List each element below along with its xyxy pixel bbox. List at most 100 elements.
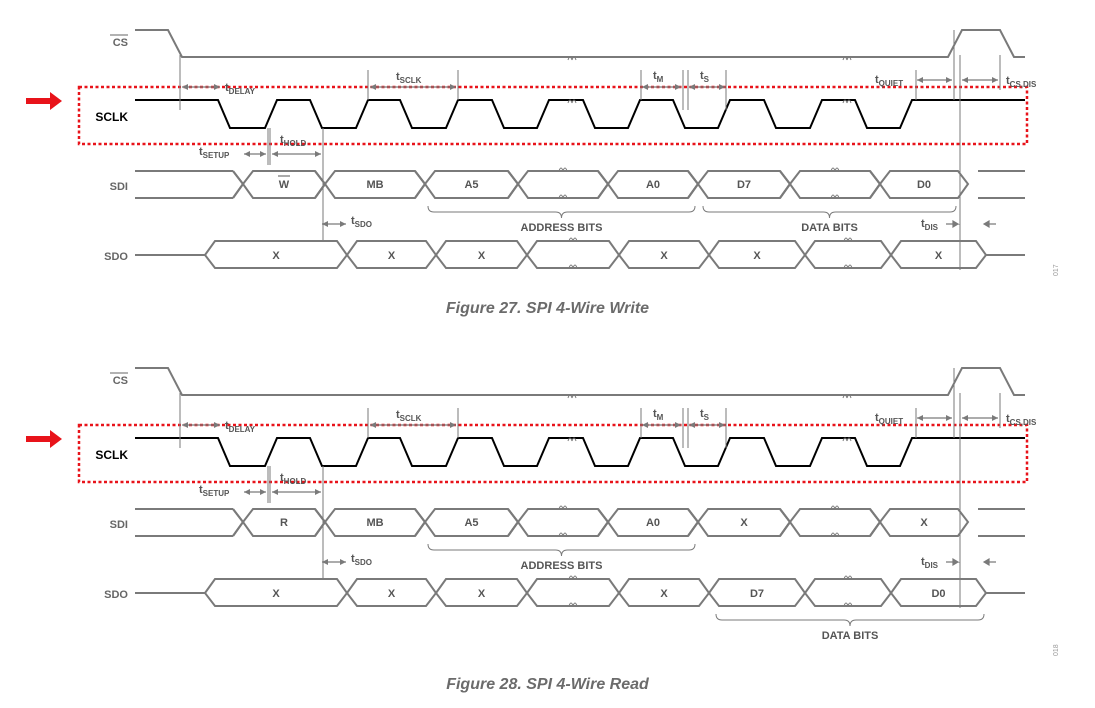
sclk-break-2	[842, 437, 852, 442]
t-m-arrow-head-left	[642, 422, 648, 428]
sclk-label: SCLK	[95, 448, 128, 462]
t-csdis-arrow-head-right	[992, 77, 998, 83]
t-csdis-label: tCS,DIS	[1006, 413, 1037, 427]
sdo-cell	[803, 578, 893, 607]
sdi-cell-label: R	[280, 517, 288, 529]
t-quiet-arrow-head-right	[946, 77, 952, 83]
t-csdis-label: tCS,DIS	[1006, 75, 1037, 89]
t-s-arrow-head-left	[689, 84, 695, 90]
sdi-cell-label: D7	[737, 179, 751, 191]
sclk-waveform	[135, 99, 1025, 129]
t-setup-arrow	[244, 489, 266, 495]
t-sdo-arrow-head-left	[322, 559, 328, 565]
t-dis-label: tDIS	[921, 218, 939, 232]
cs-waveform	[135, 367, 1025, 396]
sdo-cell	[525, 578, 621, 607]
t-hold-arrow	[272, 151, 321, 157]
t-setup-arrow-head-left	[244, 151, 250, 157]
sdo-break	[568, 237, 578, 242]
sdo-break	[568, 575, 578, 580]
t-m-label: tM	[653, 408, 664, 422]
t-s-arrow	[689, 422, 725, 428]
sdi-break	[558, 167, 568, 172]
t-csdis-arrow-head-right	[992, 415, 998, 421]
cs-break-2	[842, 56, 852, 61]
sclk-break-1	[567, 99, 577, 104]
data-bits-label: DATA BITS	[801, 222, 858, 234]
t-sclk-arrow-head-left	[370, 84, 376, 90]
t-hold-arrow-head-left	[272, 151, 278, 157]
t-hold-arrow	[272, 489, 321, 495]
sdi-break	[830, 505, 840, 510]
t-sclk-label: tSCLK	[396, 71, 422, 85]
sdo-break	[568, 264, 578, 269]
t-dis-arrow-left	[946, 557, 961, 567]
t-dis-arrow-left	[946, 219, 961, 229]
cs-waveform	[135, 29, 1025, 58]
cs-break-1	[567, 56, 577, 61]
t-setup-arrow-head-left	[244, 489, 250, 495]
sdo-cell-label: X	[935, 250, 943, 262]
sdi-break	[558, 532, 568, 537]
sdi-cell-label: A0	[646, 179, 660, 191]
sdi-cell	[869, 508, 970, 537]
t-sclk-arrow-head-right	[450, 422, 456, 428]
t-delay-label: tDELAY	[225, 82, 256, 96]
t-m-label: tM	[653, 70, 664, 84]
t-sclk-arrow	[370, 84, 456, 90]
sdi-cell-label: X	[740, 517, 748, 529]
cs-break-1	[567, 394, 577, 399]
sdi-cell	[779, 170, 882, 199]
t-setup-arrow	[244, 151, 266, 157]
t-sdo-arrow	[322, 559, 346, 565]
t-quiet-arrow	[917, 415, 952, 421]
t-hold-arrow-head-left	[272, 489, 278, 495]
t-m-arrow-head-left	[642, 84, 648, 90]
t-hold-arrow-head-right	[315, 151, 321, 157]
cs-break-2	[842, 394, 852, 399]
t-sclk-arrow-head-right	[450, 84, 456, 90]
t-csdis-arrow	[962, 77, 998, 83]
t-quiet-arrow-head-right	[946, 415, 952, 421]
t-csdis-arrow	[962, 415, 998, 421]
t-sdo-label: tSDO	[351, 215, 372, 229]
sdo-break	[843, 237, 853, 242]
t-s-label: tS	[700, 70, 710, 84]
t-quiet-arrow-head-left	[917, 77, 923, 83]
t-quiet-label: tQUIET	[875, 412, 903, 426]
sdo-cell-label: X	[478, 250, 486, 262]
t-csdis-arrow-head-left	[962, 415, 968, 421]
t-delay-arrow-head-left	[182, 84, 188, 90]
sdo-cell	[803, 240, 893, 269]
sdo-cell-label: X	[660, 250, 668, 262]
sdo-break	[843, 602, 853, 607]
sdo-break	[843, 575, 853, 580]
sclk-pointer-arrow	[26, 430, 62, 448]
sdi-break	[830, 532, 840, 537]
data-bits-label: DATA BITS	[822, 630, 879, 642]
t-setup-label: tSETUP	[199, 146, 230, 160]
t-s-arrow-head-right	[719, 422, 725, 428]
address-bits-brace	[427, 205, 696, 219]
t-hold-label: tHOLD	[280, 134, 307, 148]
t-setup-arrow-head-right	[260, 489, 266, 495]
t-sdo-arrow	[322, 221, 346, 227]
sdi-cell-label: MB	[366, 179, 383, 191]
sdo-cell-label: X	[272, 250, 280, 262]
sclk-label: SCLK	[95, 110, 128, 124]
sclk-break-2	[842, 99, 852, 104]
t-quiet-arrow	[917, 77, 952, 83]
sdi-cell-label: A5	[464, 517, 478, 529]
t-delay-arrow-head-left	[182, 422, 188, 428]
t-m-arrow-head-right	[675, 84, 681, 90]
sdi-break	[558, 194, 568, 199]
sdo-cell-label: X	[753, 250, 761, 262]
sdi-cell-label: W	[279, 179, 290, 191]
figure-27-caption: Figure 27. SPI 4-Wire Write	[445, 300, 650, 317]
t-dis-arrow-right	[982, 219, 996, 229]
t-sdo-arrow-head-right	[340, 221, 346, 227]
sdo-label: SDO	[104, 589, 128, 601]
sdo-cell-label: X	[388, 250, 396, 262]
figure-28-code: 018	[1053, 644, 1060, 656]
